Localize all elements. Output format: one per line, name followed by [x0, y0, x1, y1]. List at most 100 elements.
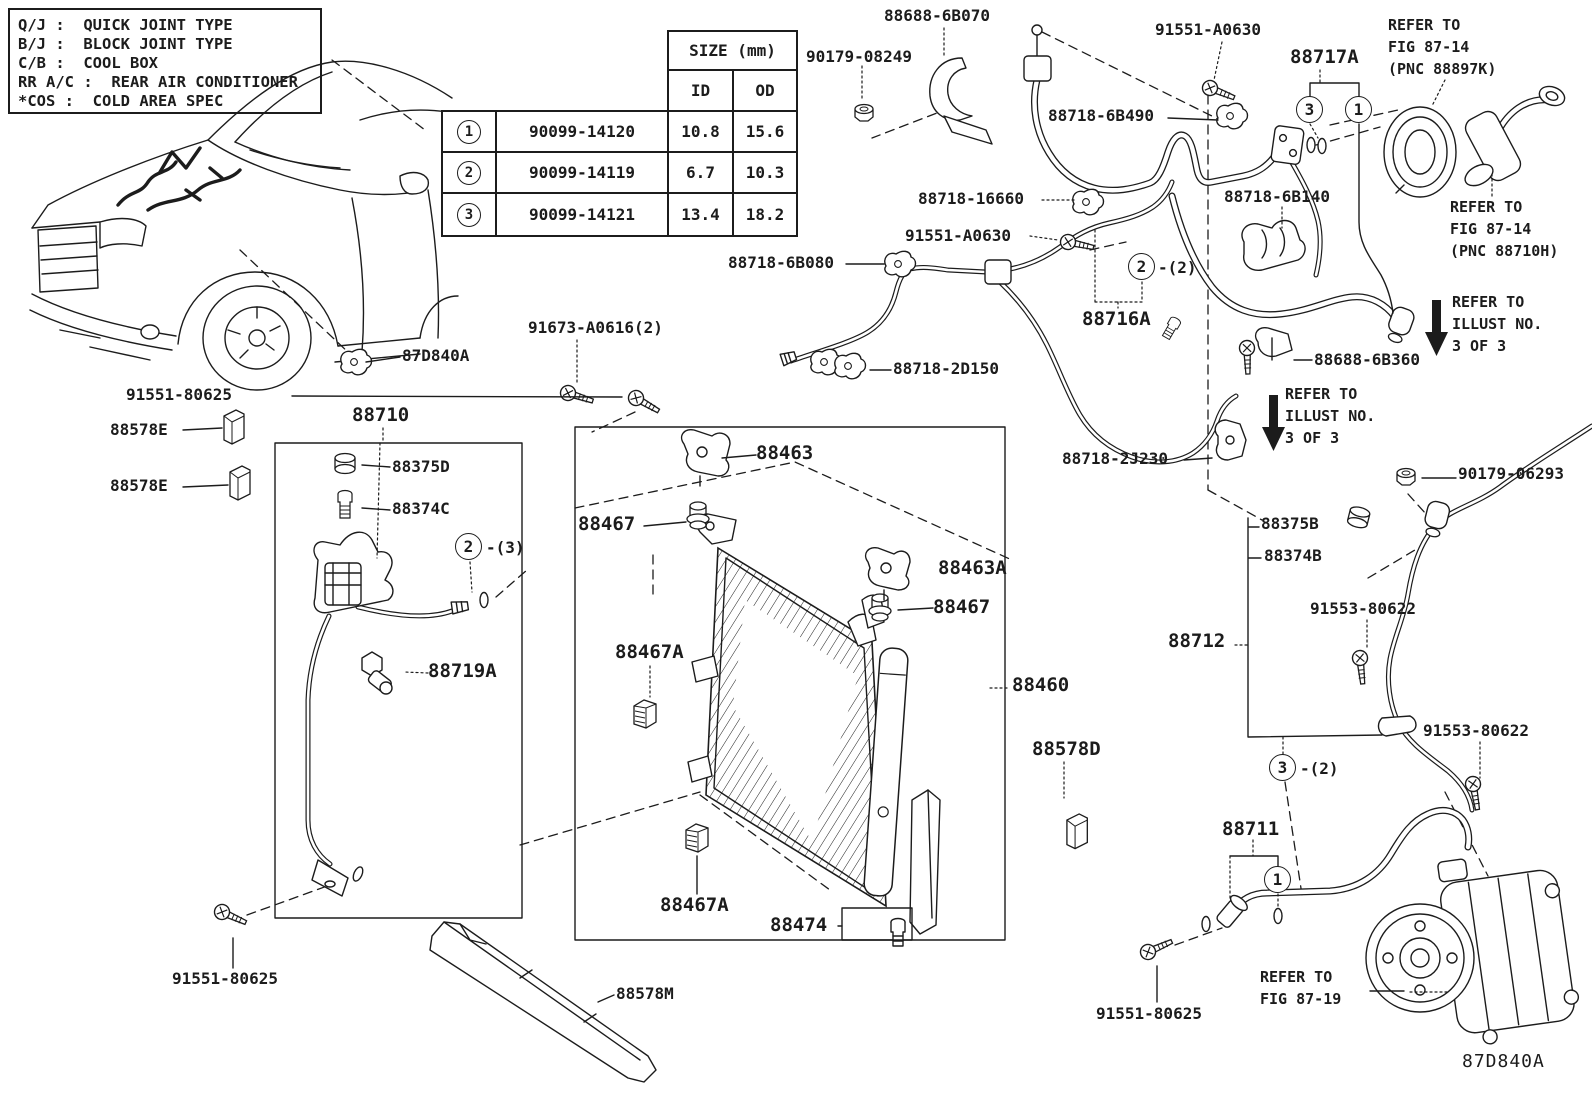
box-88710-assembly — [274, 442, 523, 919]
leader-lines-solid — [182, 82, 1457, 1003]
valve-88374B — [1160, 315, 1183, 341]
part-label: 88374C — [392, 499, 450, 518]
size-table-od-value: 18.2 — [732, 192, 798, 237]
o-ring — [1306, 136, 1316, 154]
pipe-junction-block — [984, 259, 1012, 285]
refer-note: REFER TO ILLUST NO. 3 OF 3 — [1285, 385, 1376, 447]
part-label: 88467 — [578, 513, 636, 535]
part-label: 88460 — [1012, 674, 1070, 696]
part-label: 91553-80622 — [1310, 599, 1416, 618]
part-label: 88467 — [933, 596, 991, 618]
marker-number: 1 — [1353, 100, 1364, 119]
o-ring — [1201, 915, 1211, 933]
part-label: 88578E — [110, 420, 168, 439]
hose-elbow-fitting — [1216, 894, 1248, 928]
hose-flange-fitting — [1023, 24, 1052, 82]
grommet-88467 — [686, 501, 710, 530]
size-marker: 1 — [1345, 96, 1372, 123]
size-table-part-number: 90099-14120 — [495, 110, 669, 153]
clamp-88718-16660 — [1072, 188, 1105, 216]
o-ring — [479, 591, 489, 609]
screw-91551-80625 — [211, 901, 250, 931]
marker-number: 3 — [1277, 758, 1288, 777]
refer-note: REFER TO FIG 87-19 — [1260, 968, 1342, 1008]
clamp-88718-2D150 — [810, 348, 867, 380]
part-label: 88718-6B080 — [728, 253, 834, 272]
bolt-91673-A0616 — [557, 382, 596, 409]
refer-arrow-down — [1262, 300, 1448, 451]
figure-code: 87D840A — [1462, 1051, 1545, 1072]
refer-note: REFER TO FIG 87-14 (PNC 88897K) — [1388, 16, 1497, 78]
part-label: 88718-16660 — [918, 189, 1024, 208]
size-table-od-value: 10.3 — [732, 151, 798, 194]
condenser-assembly — [687, 513, 941, 935]
firewall-grommet — [1420, 499, 1452, 540]
part-label: 91551-A0630 — [1155, 20, 1261, 39]
nut-90179-08249 — [854, 103, 874, 122]
part-label: 88375D — [392, 457, 450, 476]
part-label: 88716A — [1082, 308, 1151, 330]
bolt-91551-A0630 — [1199, 77, 1238, 106]
part-label: 88719A — [428, 660, 497, 682]
part-label: 88467A — [615, 641, 684, 663]
part-label: 91553-80622 — [1423, 721, 1529, 740]
cushion-88467A — [685, 823, 709, 853]
legend-line: Q/J : QUICK JOINT TYPE — [18, 16, 233, 34]
part-label: 88578E — [110, 476, 168, 495]
refer-note: REFER TO FIG 87-14 (PNC 88710H) — [1450, 198, 1559, 260]
size-table-col-id: ID — [667, 69, 734, 112]
marker-suffix: -(3) — [486, 538, 525, 557]
vehicle-illustration — [29, 59, 459, 391]
size-table-title: SIZE (mm) — [667, 30, 798, 71]
screw-91551-80625 — [1137, 933, 1176, 963]
size-marker: 1 — [1264, 866, 1291, 893]
part-label: 88688-6B360 — [1314, 350, 1420, 369]
size-marker: 3 — [1296, 96, 1323, 123]
size-table-col-od: OD — [732, 69, 798, 112]
threaded-fitting — [779, 351, 798, 367]
pad-88578D — [1066, 813, 1088, 850]
cushion-88467A — [633, 699, 657, 729]
clamp-88718-6B490 — [1216, 102, 1249, 130]
suction-fitting-88710H — [1464, 85, 1566, 187]
seal-ring-88897K — [1383, 106, 1457, 198]
size-table-od-value: 15.6 — [732, 110, 798, 153]
size-marker: 3 — [1269, 754, 1296, 781]
part-label: 88718-6B140 — [1224, 187, 1330, 206]
engine-bay-ac-lines — [116, 146, 242, 212]
part-label: 88711 — [1222, 818, 1280, 840]
screw-91551-80625 — [625, 387, 663, 419]
size-table-row-marker: 2 — [441, 151, 497, 194]
condenser-side-seal — [909, 789, 941, 935]
size-table-row-marker: 3 — [441, 192, 497, 237]
part-label: 88474 — [770, 914, 828, 936]
receiver-drier — [863, 647, 909, 897]
part-label: 88578M — [616, 984, 674, 1003]
circled-number: 3 — [457, 202, 481, 227]
bolt-91553-80622 — [1351, 649, 1371, 686]
part-label: 91673-A0616(2) — [528, 318, 663, 337]
part-label: 91551-80625 — [126, 385, 232, 404]
valve-88374C — [337, 489, 353, 519]
legend-box: Q/J : QUICK JOINT TYPE B/J : BLOCK JOINT… — [8, 8, 322, 114]
leader-lines-dotted — [376, 27, 1493, 993]
part-label: 88463 — [756, 442, 814, 464]
bracket-88463A — [864, 547, 911, 601]
size-marker: 2 — [1128, 253, 1155, 280]
refer-note: REFER TO ILLUST NO. 3 OF 3 — [1452, 293, 1543, 355]
size-table-part-number: 90099-14121 — [495, 192, 669, 237]
part-label: 88467A — [660, 894, 729, 916]
block-joint-fitting — [1270, 125, 1305, 165]
size-marker: 2 — [455, 533, 482, 560]
size-table-row-marker: 1 — [441, 110, 497, 153]
marker-number: 1 — [1272, 870, 1283, 889]
part-label: 87D840A — [402, 346, 470, 365]
marker-suffix: -(2) — [1300, 759, 1339, 778]
pressure-sensor-88719A — [361, 651, 393, 695]
part-label: 88717A — [1290, 46, 1359, 68]
pad-88578E — [223, 409, 245, 445]
stud-88474 — [890, 917, 906, 947]
o-ring — [1317, 137, 1327, 155]
part-label: 91551-80625 — [1096, 1004, 1202, 1023]
